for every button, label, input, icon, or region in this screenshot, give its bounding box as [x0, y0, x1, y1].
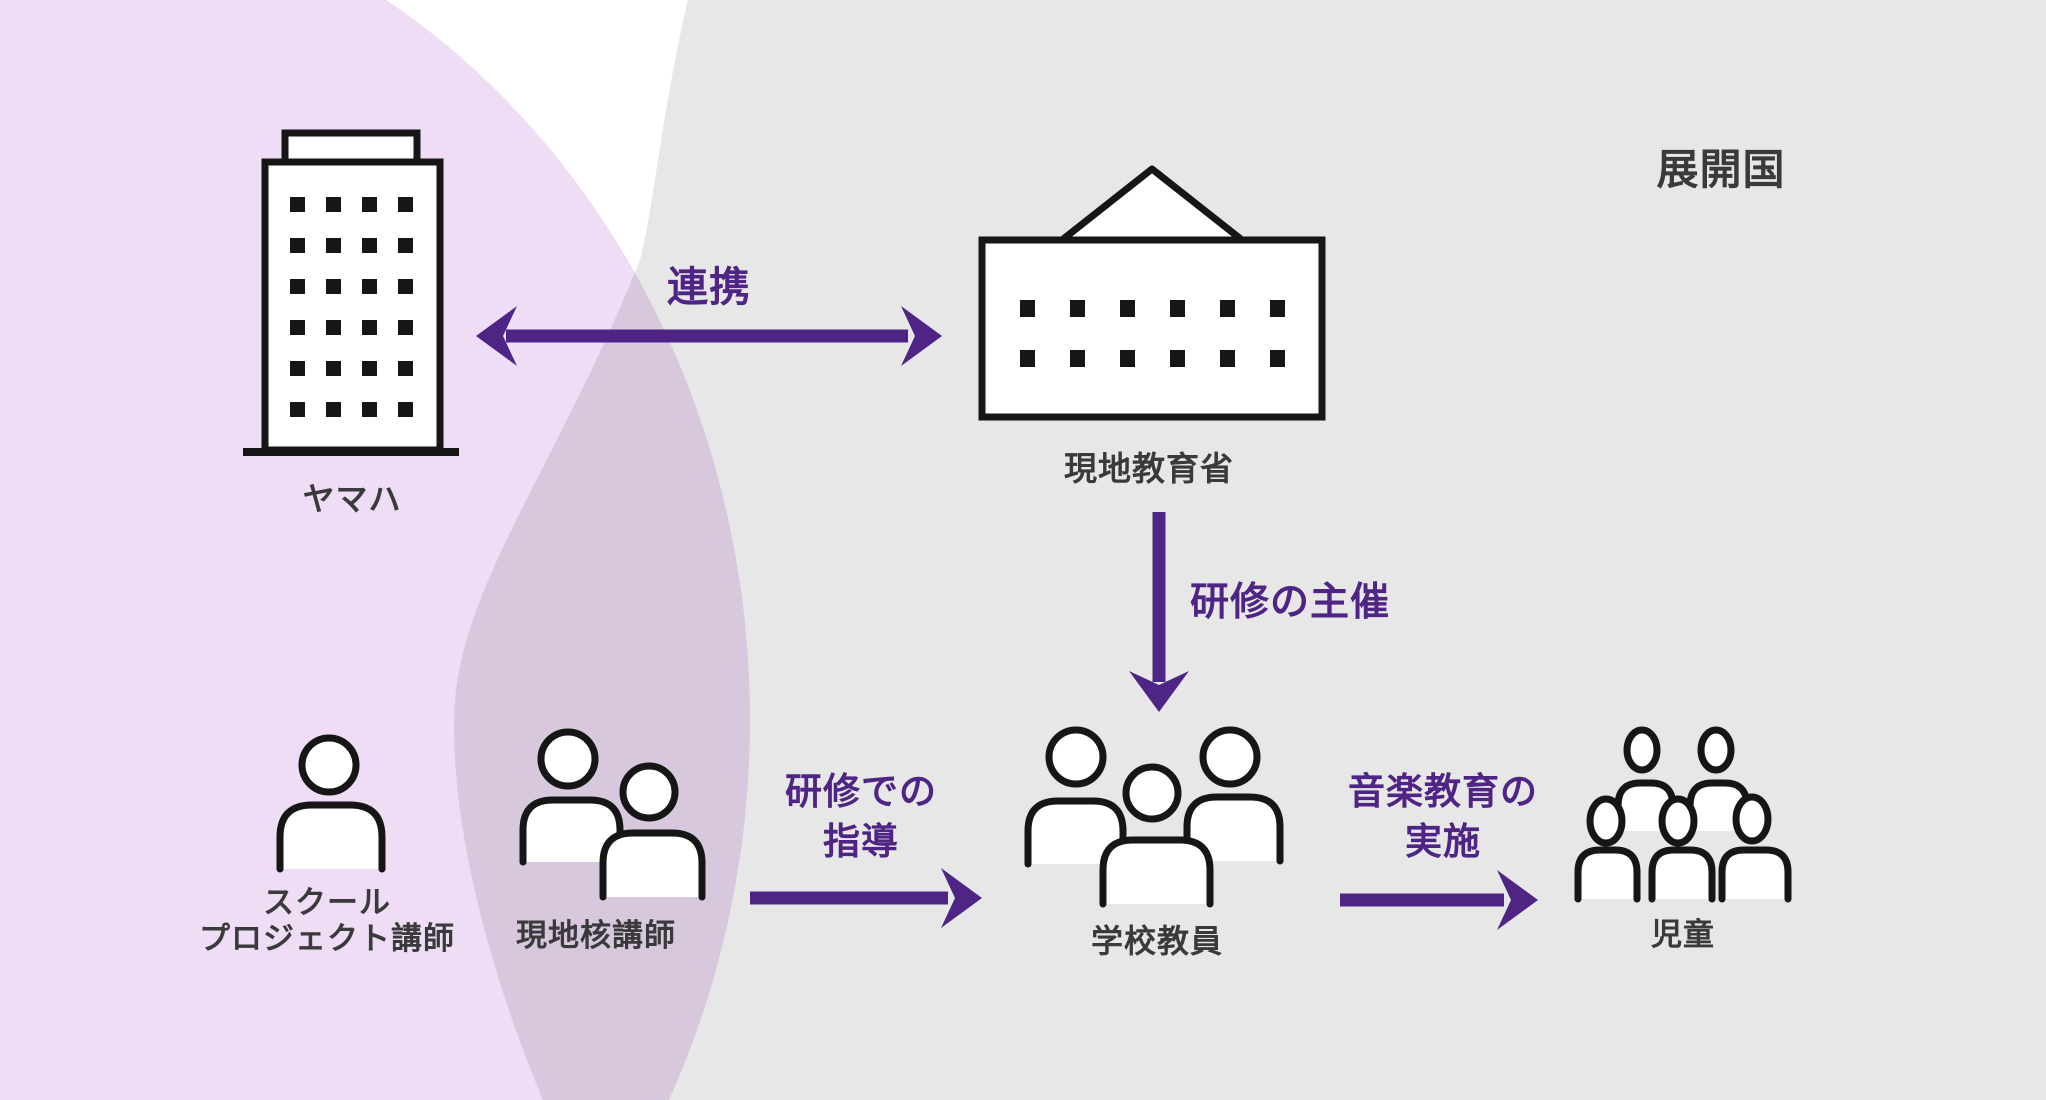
training-host-arrow — [1129, 512, 1189, 712]
training-guidance-arrow — [750, 868, 982, 928]
training-guidance-label-line2: 指導 — [823, 820, 899, 862]
local-core-instructor-icon — [519, 728, 706, 901]
training-guidance-label: 研修での 指導 — [785, 767, 937, 867]
school-project-instructor-label: スクール プロジェクト講師 — [199, 885, 455, 957]
training-guidance-label-line1: 研修での — [785, 771, 937, 812]
music-education-arrow — [1340, 870, 1538, 930]
ministry-label: 現地教育省 — [1064, 450, 1234, 487]
school-teachers-label: 学校教員 — [1090, 923, 1224, 959]
children-icon — [1574, 726, 1792, 903]
yamaha-label: ヤマハ — [302, 481, 402, 517]
music-education-label-line1: 音楽教育の — [1348, 771, 1538, 812]
school-project-instructor-icon — [276, 734, 386, 873]
school-project-instructor-label-line1: スクール — [263, 885, 391, 920]
region-label: 展開国 — [1656, 146, 1786, 193]
local-core-instructor-label: 現地核講師 — [516, 918, 676, 953]
yamaha-building-icon — [243, 129, 459, 456]
collaboration-arrow — [476, 306, 942, 366]
ministry-building-icon — [978, 165, 1326, 421]
school-project-instructor-label-line2: プロジェクト講師 — [199, 920, 455, 956]
training-host-label: 研修の主催 — [1189, 581, 1391, 624]
children-label: 児童 — [1651, 917, 1715, 952]
collaboration-label: 連携 — [667, 264, 751, 310]
school-teachers-icon — [1024, 726, 1284, 908]
music-education-label-line2: 実施 — [1405, 820, 1481, 862]
music-education-label: 音楽教育の 実施 — [1348, 767, 1538, 867]
